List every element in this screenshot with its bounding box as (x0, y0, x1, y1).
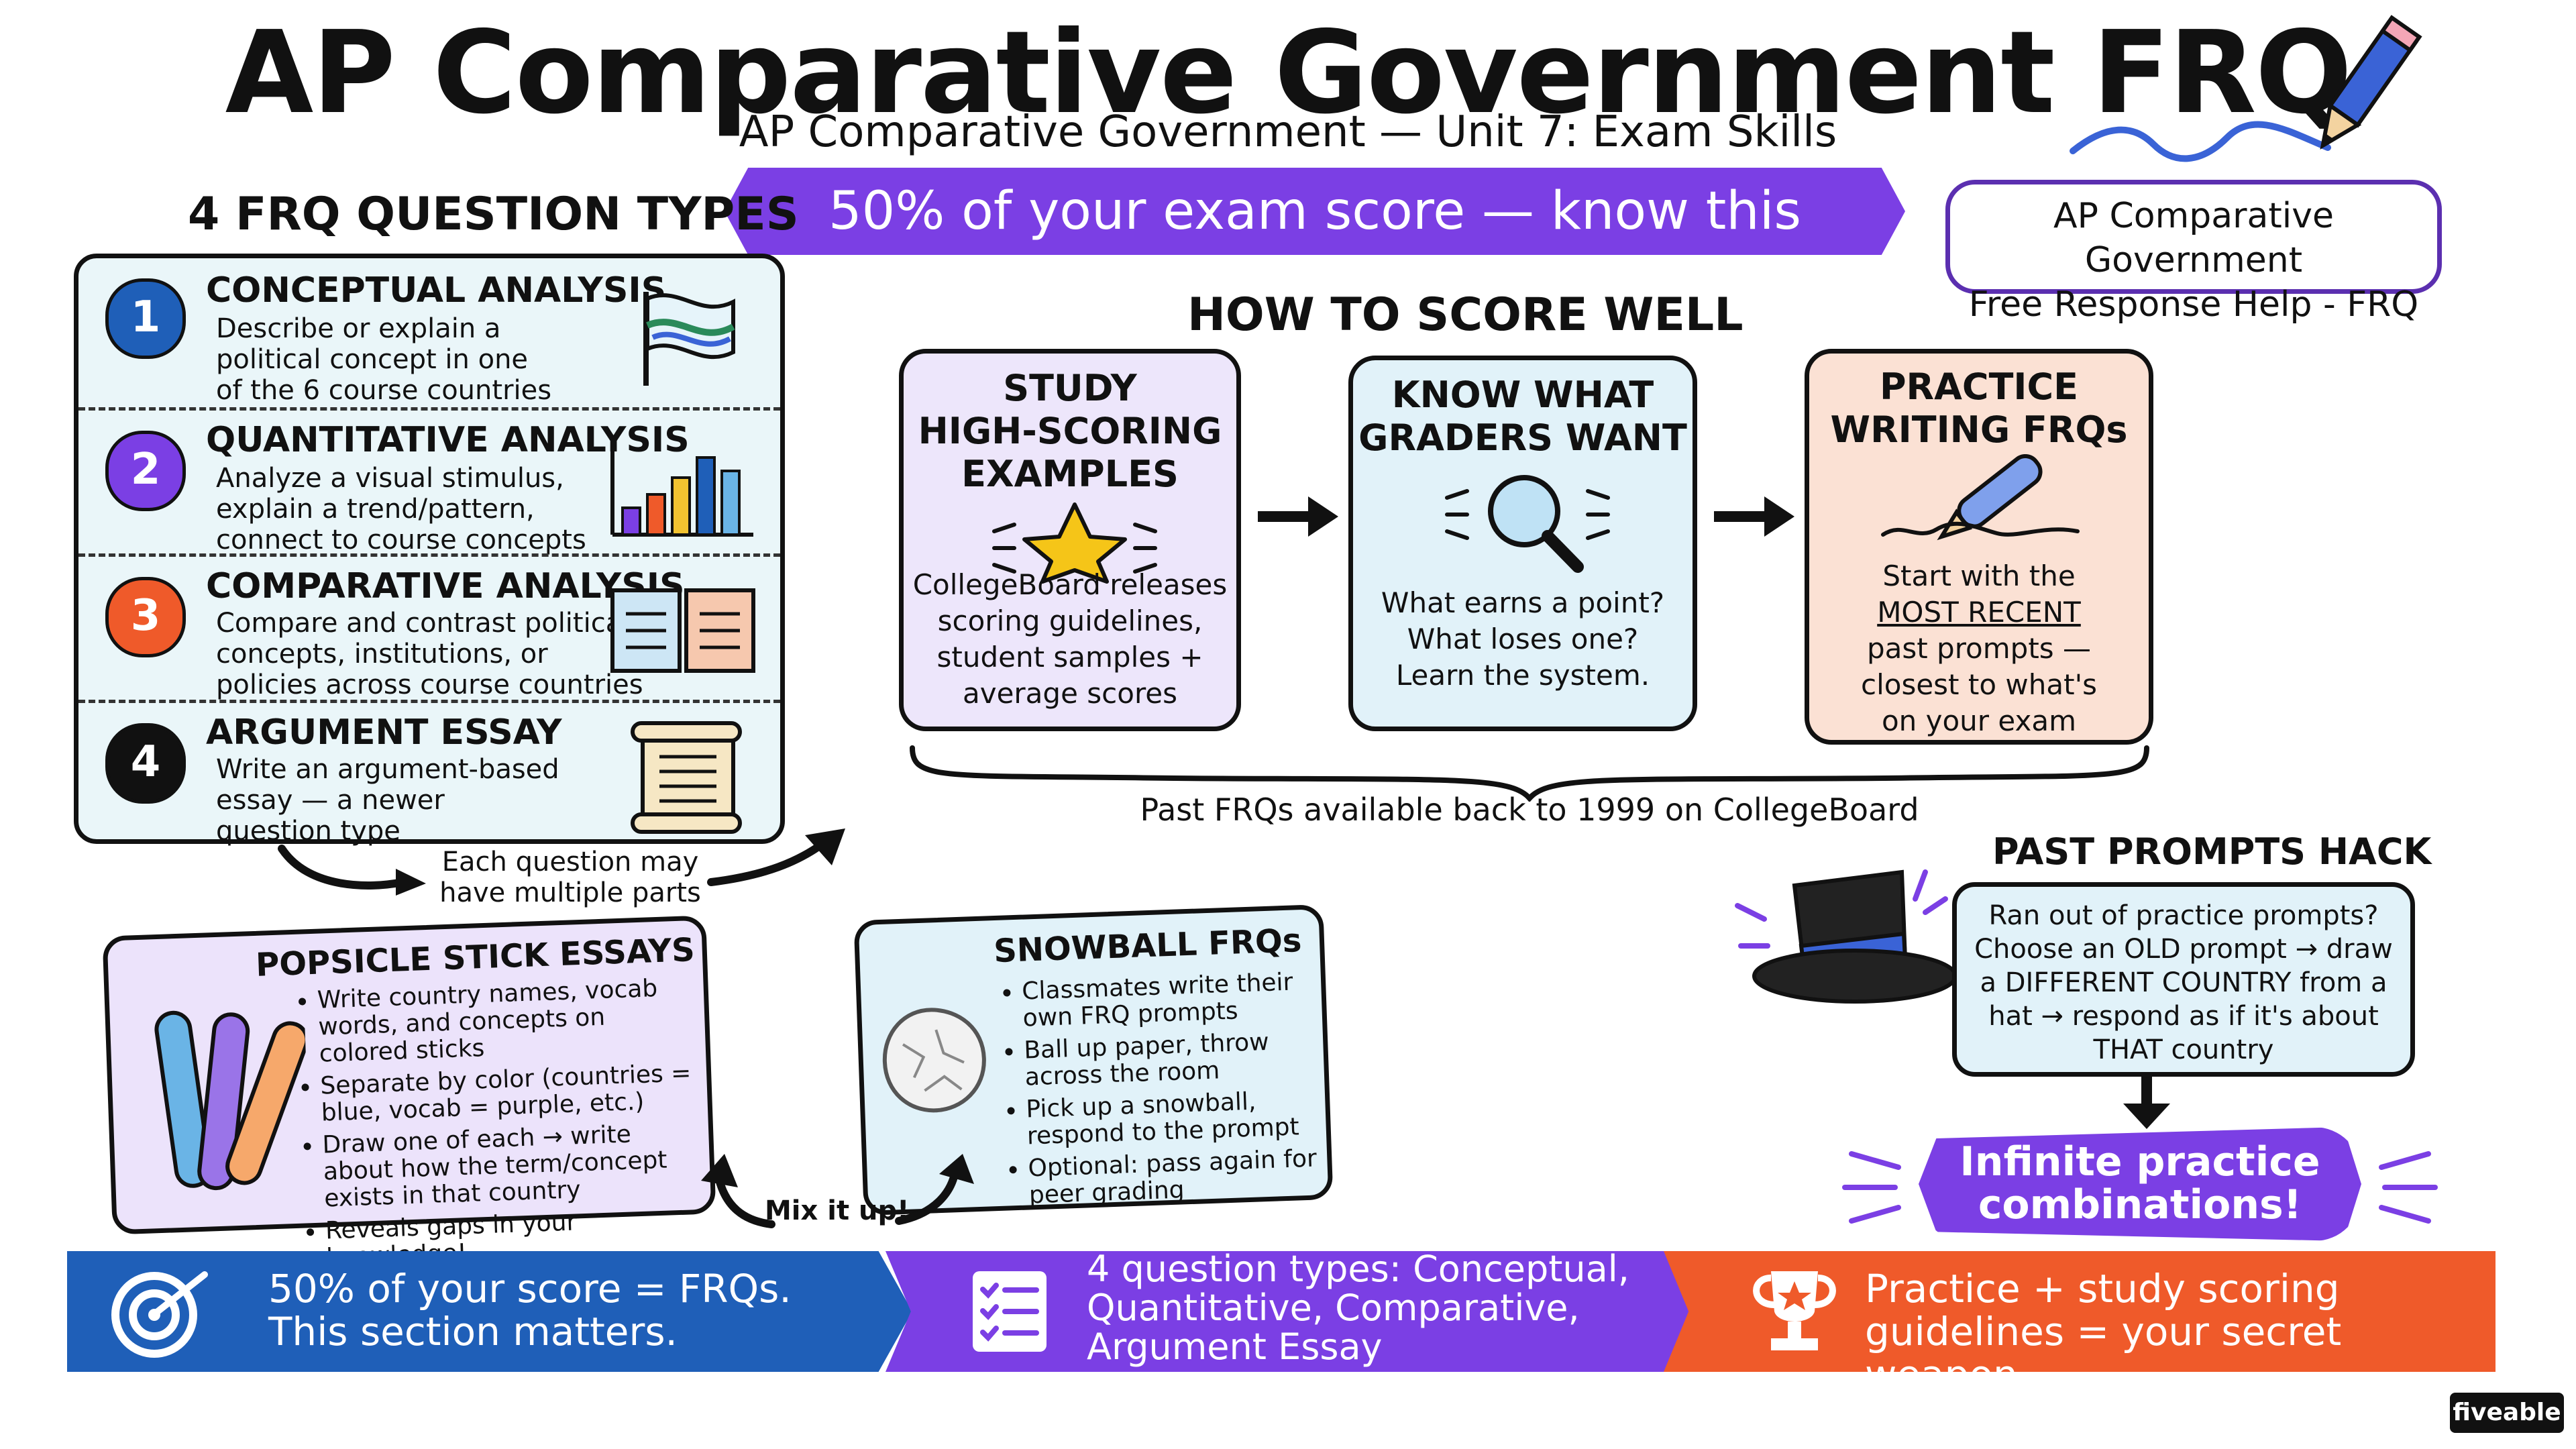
star-icon (992, 502, 1157, 584)
page-title: AP Comparative Government FRQ (225, 7, 2353, 140)
step-title: KNOW WHAT GRADERS WANT (1358, 374, 1687, 459)
snowball-icon (882, 1008, 986, 1113)
bottom-bar: 50% of your score = FRQs. This section m… (67, 1251, 2496, 1372)
target-icon (111, 1271, 208, 1358)
squiggle-decoration (2070, 121, 2331, 162)
step-description: Start with the MOST RECENT past prompts … (1861, 559, 2097, 737)
step-study-examples: STUDY HIGH-SCORING EXAMPLES CollegeBoard… (899, 349, 1241, 731)
arrow-down-icon (2123, 1077, 2170, 1129)
fiveable-logo: fiveable (2450, 1393, 2564, 1433)
hack-box: Ran out of practice prompts? Choose an O… (1952, 882, 2415, 1077)
magnifier-icon (1445, 475, 1610, 573)
bottom-segment-score: 50% of your score = FRQs. This section m… (67, 1251, 912, 1372)
list-item: Optional: pass again for peer grading (1028, 1144, 1325, 1209)
question-type-title: CONCEPTUAL ANALYSIS (206, 270, 667, 311)
question-type-4: 4 ARGUMENT ESSAY Write an argument-based… (78, 700, 780, 849)
bottom-text: 50% of your score = FRQs. This section m… (268, 1266, 792, 1354)
question-type-title: COMPARATIVE ANALYSIS (206, 566, 685, 606)
list-item: Write country names, vocab words, and co… (317, 974, 695, 1068)
number-badge-2: 2 (105, 431, 186, 511)
bottom-segment-types: 4 question types: Conceptual, Quantitati… (885, 1251, 1731, 1372)
list-item: Draw one of each → write about how the t… (322, 1119, 700, 1213)
curly-brace (910, 745, 2149, 802)
trophy-icon (1753, 1271, 1836, 1350)
arrow-right-icon (1714, 496, 1794, 537)
step-description: What earns a point? What loses one? Lear… (1381, 586, 1665, 692)
pen-icon (1881, 454, 2080, 541)
question-type-3: 3 COMPARATIVE ANALYSIS Compare and contr… (78, 553, 780, 703)
question-type-description: Describe or explain a political concept … (216, 313, 552, 406)
score-well-footnote: Past FRQs available back to 1999 on Coll… (1140, 792, 1919, 828)
score-well-heading: HOW TO SCORE WELL (1187, 288, 1743, 341)
mix-it-up-label: Mix it up! (765, 1195, 910, 1226)
bar-chart-icon (610, 441, 753, 537)
infinite-practice-badge: Infinite practice combinations! (1919, 1127, 2361, 1241)
step-know-graders: KNOW WHAT GRADERS WANT What earns a poin… (1348, 356, 1697, 731)
number-badge-4: 4 (105, 723, 186, 804)
documents-icon (610, 588, 755, 673)
popsicle-panel: POPSICLE STICK ESSAYS Write country name… (102, 915, 716, 1271)
question-type-description: Write an argument-based essay — a newer … (216, 754, 559, 847)
bottom-text: 4 question types: Conceptual, Quantitati… (1087, 1248, 1629, 1368)
popsicle-bullets: Write country names, vocab words, and co… (276, 974, 702, 1278)
number-badge-1: 1 (105, 278, 186, 359)
question-type-title: QUANTITATIVE ANALYSIS (206, 420, 690, 460)
checklist-icon (973, 1271, 1046, 1352)
popsicle-sticks-icon (154, 1010, 309, 1191)
step-title: STUDY HIGH-SCORING EXAMPLES (918, 367, 1222, 495)
help-box: AP Comparative Government Free Response … (1945, 180, 2442, 325)
question-parts-note: Each question may have multiple parts (439, 847, 701, 908)
help-box-line-1: AP Comparative Government (2053, 196, 2334, 280)
bottom-segment-practice: Practice + study scoring guidelines = yo… (1664, 1251, 2496, 1372)
arrow-right-icon (1258, 496, 1338, 537)
note-arrows (278, 828, 845, 896)
question-type-title: ARGUMENT ESSAY (206, 712, 562, 753)
snowball-panel: SNOWBALL FRQs Classmates write their own… (853, 904, 1334, 1216)
number-badge-3: 3 (105, 577, 186, 657)
top-hat-icon (1735, 869, 1952, 1004)
hack-heading: PAST PROMPTS HACK (1992, 830, 2432, 873)
step-title: PRACTICE WRITING FRQs (1830, 366, 2128, 451)
snowball-title: SNOWBALL FRQs (993, 922, 1303, 971)
step-practice-writing: PRACTICE WRITING FRQs Start with the MOS… (1805, 349, 2153, 745)
step-description: CollegeBoard releases scoring guidelines… (912, 568, 1228, 710)
burst-lines (1842, 1151, 2438, 1224)
help-box-line-2: Free Response Help - FRQ (1968, 284, 2419, 325)
question-type-description: Analyze a visual stimulus, explain a tre… (216, 463, 586, 555)
list-item: Separate by color (countries = blue, voc… (320, 1059, 697, 1126)
question-type-1: 1 CONCEPTUAL ANALYSIS Describe or explai… (78, 258, 780, 406)
banner: 50% of your exam score — know this secti… (724, 168, 1905, 255)
scroll-icon (631, 721, 742, 834)
hack-text: Ran out of practice prompts? Choose an O… (1974, 900, 2393, 1065)
question-types-panel: 1 CONCEPTUAL ANALYSIS Describe or explai… (74, 254, 785, 847)
pencil-icon (2320, 15, 2422, 150)
list-item: Pick up a snowball, respond to the promp… (1026, 1086, 1323, 1150)
mix-arrows (701, 1154, 974, 1228)
snowball-bullets: Classmates write their own FRQ prompts B… (981, 968, 1325, 1216)
list-item: Classmates write their own FRQ prompts (1022, 968, 1319, 1032)
flag-icon (643, 292, 735, 386)
list-item: Ball up paper, throw across the room (1024, 1027, 1321, 1091)
question-type-description: Compare and contrast political concepts,… (216, 608, 643, 700)
question-type-2: 2 QUANTITATIVE ANALYSIS Analyze a visual… (78, 407, 780, 557)
question-types-heading: 4 FRQ QUESTION TYPES (188, 188, 799, 241)
page-subtitle: AP Comparative Government — Unit 7: Exam… (739, 107, 1837, 157)
bottom-text: Practice + study scoring guidelines = yo… (1865, 1266, 2342, 1397)
